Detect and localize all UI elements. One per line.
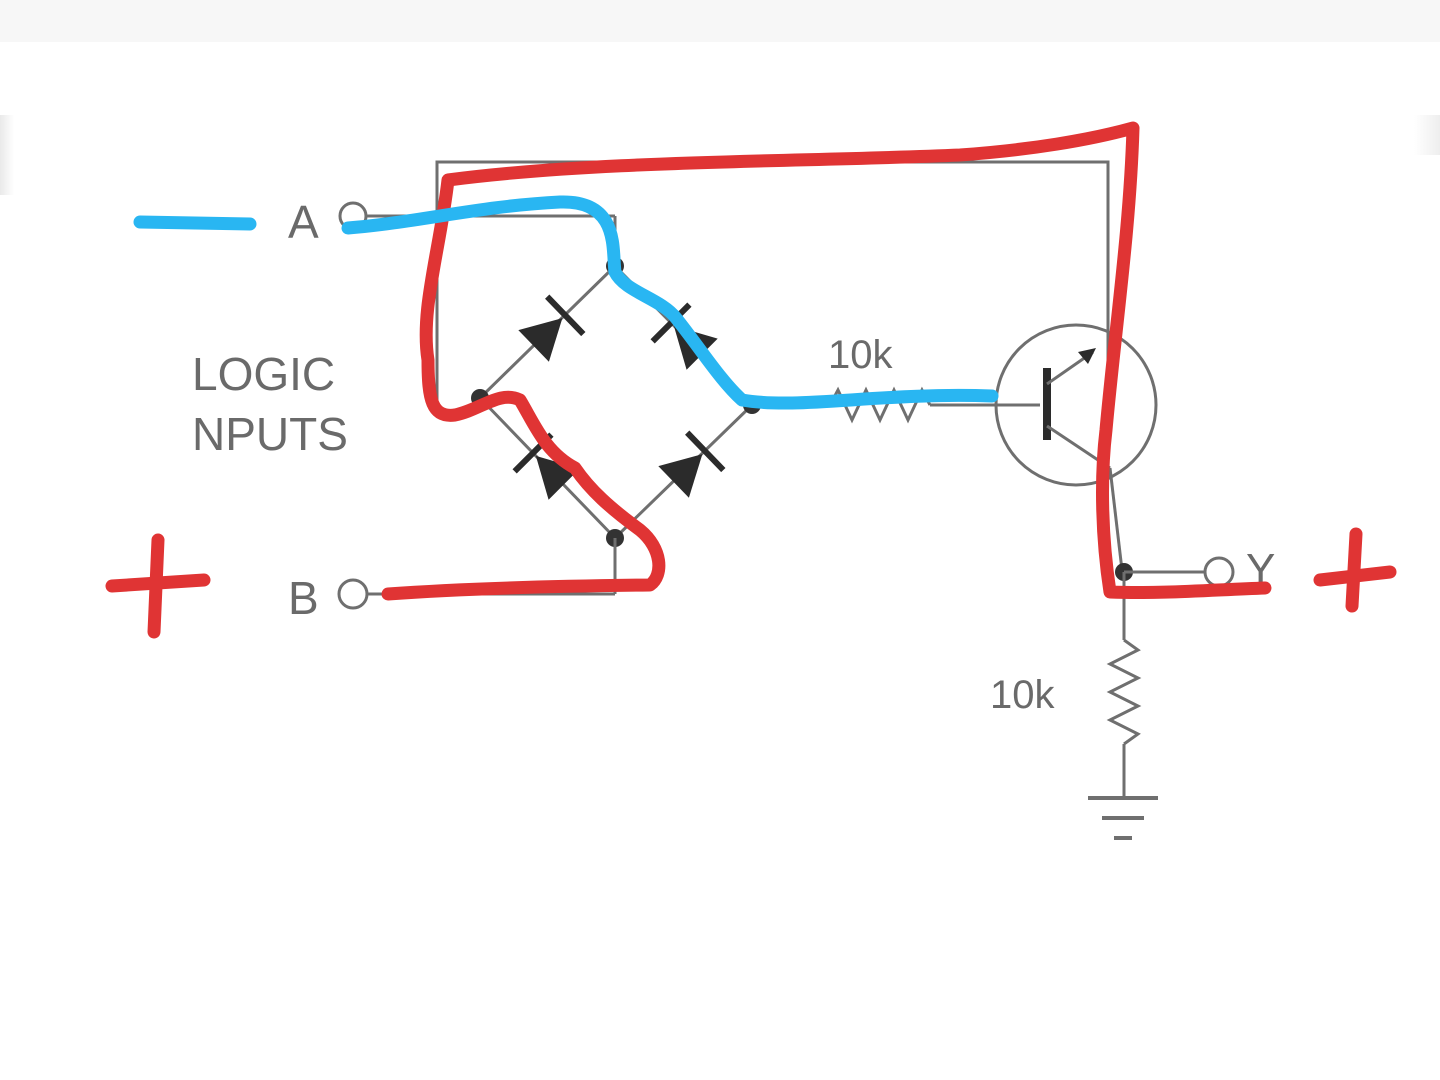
emitter-arrow xyxy=(1078,348,1096,364)
annotations xyxy=(105,121,1397,639)
output-y-terminal xyxy=(1203,556,1235,588)
input-a-label: A xyxy=(288,196,319,248)
collector-lead xyxy=(1108,467,1124,571)
logic-label-line2: NPUTS xyxy=(192,408,348,460)
input-b-terminal xyxy=(337,578,369,610)
top-bar xyxy=(0,0,1440,42)
plus-mark-left xyxy=(105,533,211,639)
red-current-path xyxy=(381,121,1272,601)
blue-current-path xyxy=(341,195,999,410)
input-b-label: B xyxy=(288,572,319,624)
transistor-envelope xyxy=(994,323,1158,487)
logic-label-line1: LOGIC xyxy=(192,348,335,400)
minus-mark xyxy=(133,215,257,231)
series-resistor-label: 10k xyxy=(828,333,893,377)
plus-mark-right xyxy=(1313,527,1397,613)
left-edge-shade xyxy=(0,115,14,195)
ground-symbol xyxy=(1088,796,1158,840)
pulldown-resistor-label: 10k xyxy=(990,673,1055,717)
diode-bottom-right xyxy=(658,430,726,498)
right-edge-shade xyxy=(1414,115,1440,155)
pulldown-resistor xyxy=(1106,638,1142,746)
diode-top-left xyxy=(518,294,586,362)
